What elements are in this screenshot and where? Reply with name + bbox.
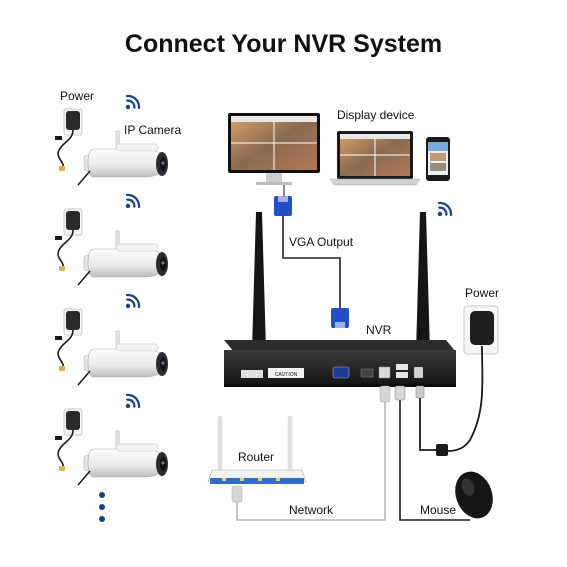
display-devices: [228, 113, 450, 186]
ip-camera-label: IP Camera: [124, 123, 182, 137]
mouse-icon: [455, 471, 493, 519]
network-label: Network: [289, 503, 334, 517]
power-label-left: Power: [60, 89, 95, 103]
power-label-right: Power: [465, 286, 500, 300]
ellipsis-dots-icon: [99, 492, 105, 522]
laptop-icon: [329, 131, 421, 186]
wifi-icon: [124, 191, 143, 210]
vga-connector-icon: [331, 308, 349, 328]
wifi-icon: [124, 391, 143, 410]
vga-cable: [274, 185, 349, 328]
power-adapter-icon: [54, 308, 83, 372]
router-label: Router: [238, 450, 275, 464]
display-device-label: Display device: [337, 108, 415, 122]
wifi-icon: [124, 92, 143, 111]
ip-camera-icon: [77, 130, 169, 186]
wifi-icon: [436, 199, 455, 218]
ip-camera-icon: [77, 230, 169, 286]
monitor-icon: [228, 113, 320, 185]
ip-camera-icon: [77, 430, 169, 486]
smartphone-icon: [426, 137, 450, 181]
ip-camera-icon: [77, 330, 169, 386]
nvr-label: NVR: [366, 323, 392, 337]
router-icon: [207, 415, 307, 484]
nvr-device-icon: CAUTION: [224, 212, 456, 387]
power-adapter-icon: [415, 305, 499, 456]
network-cable: [231, 385, 391, 521]
nvr-caution-label: CAUTION: [275, 372, 298, 378]
power-adapter-icon: [54, 108, 83, 172]
power-adapter-icon: [54, 208, 83, 272]
mouse-label: Mouse: [420, 503, 457, 517]
vga-connector-icon: [274, 185, 292, 216]
vga-output-label: VGA Output: [289, 235, 354, 249]
mouse-cable: [394, 385, 470, 521]
page-title: Connect Your NVR System: [124, 30, 443, 58]
power-adapter-icon: [54, 408, 83, 472]
wifi-icon: [124, 291, 143, 310]
camera-column: [54, 92, 169, 522]
